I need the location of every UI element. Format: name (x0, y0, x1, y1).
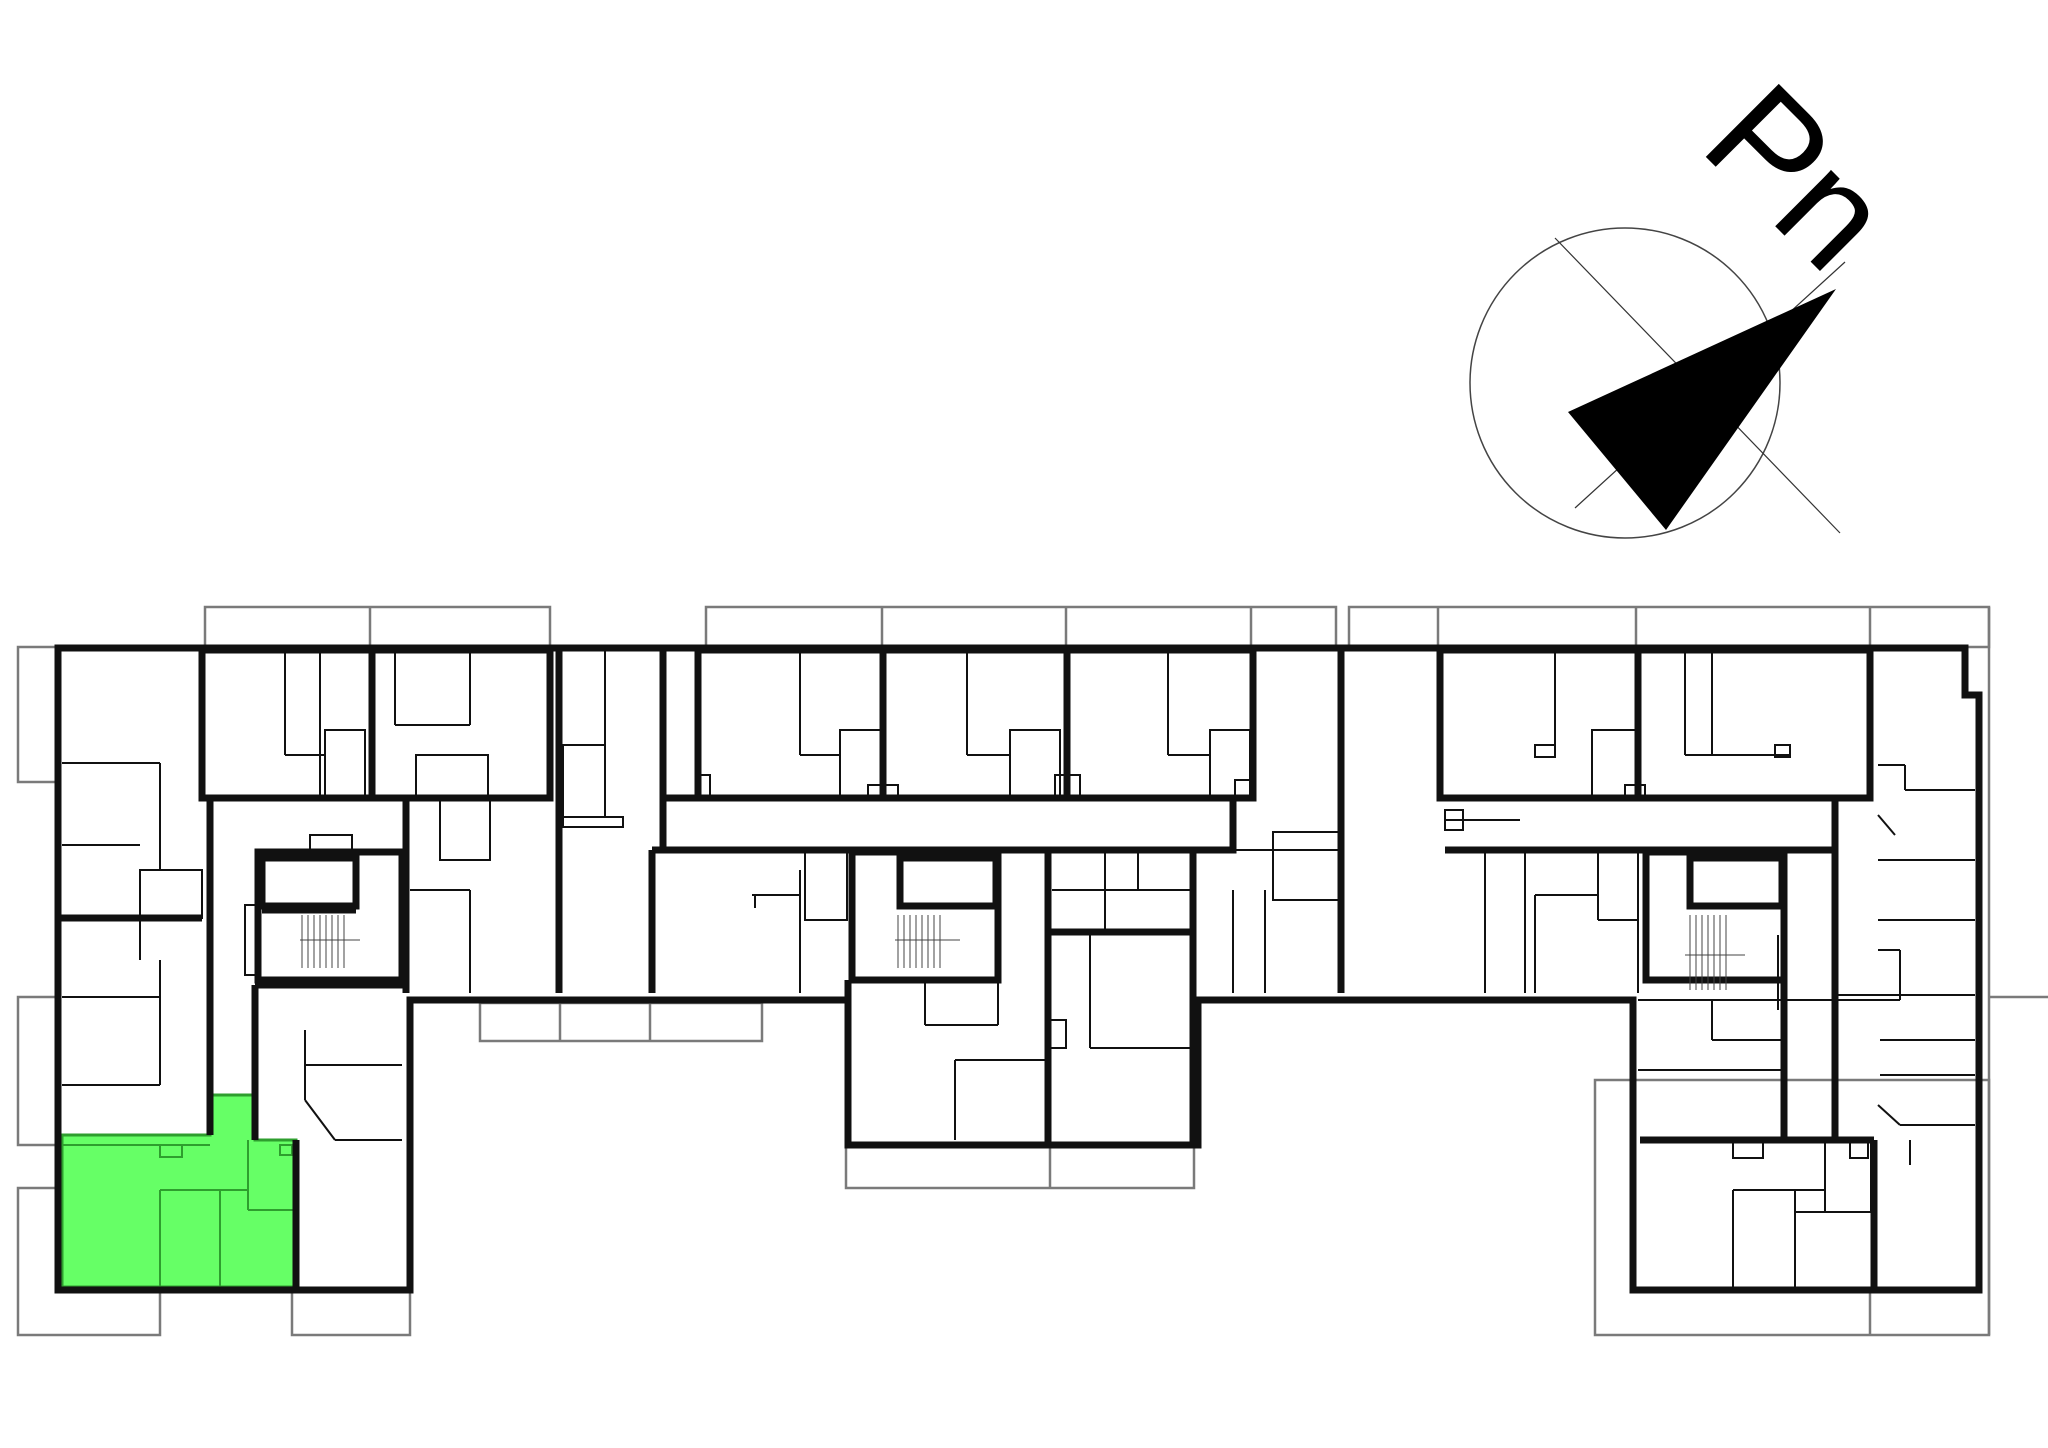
balcony (203, 605, 552, 649)
balcony (478, 1001, 764, 1043)
fixture (839, 729, 883, 799)
highlighted-apartment[interactable] (60, 1093, 298, 1289)
building-walls (54, 644, 1983, 1294)
fixture (324, 729, 366, 799)
room-partitions (62, 650, 491, 1141)
fixture (1849, 1139, 1869, 1159)
highlighted-apartment-walls (62, 1140, 296, 1287)
fixture (309, 834, 353, 853)
apartment-fixture (279, 1144, 293, 1156)
fixture (697, 774, 711, 799)
fixture (1054, 774, 1081, 799)
elevator (896, 854, 1000, 910)
fixture (1774, 744, 1791, 758)
partition (1877, 1104, 1901, 1126)
stair-core (848, 848, 1002, 984)
balcony (704, 605, 1338, 649)
fixture (139, 869, 203, 919)
apartment-block (1436, 646, 1874, 802)
fixture (1047, 1019, 1067, 1049)
fixture (1732, 1139, 1764, 1159)
staircase-icon (895, 915, 960, 968)
compass-circle (1469, 227, 1781, 539)
fixture (1234, 779, 1251, 799)
left-wing (58, 646, 554, 1290)
fixture (415, 754, 489, 799)
fixture (562, 816, 624, 828)
apartment-block (694, 646, 1257, 802)
balcony (1593, 1078, 1991, 1337)
partition (1877, 814, 1896, 836)
room-partitions (562, 650, 1342, 1140)
compass-label: Pn (1674, 52, 1923, 301)
compass: Pn (1469, 52, 1923, 539)
balcony (844, 1143, 1196, 1190)
fixture (439, 797, 491, 861)
elevator (1686, 854, 1786, 910)
north-arrow-icon (1568, 289, 1836, 530)
fixture (1591, 729, 1639, 799)
staircase-icon (300, 915, 360, 968)
fixture (1624, 784, 1646, 799)
corridor (659, 794, 1237, 854)
fixture (1209, 729, 1251, 799)
balcony (16, 995, 62, 1147)
balcony (16, 645, 62, 784)
fixture (1444, 809, 1464, 831)
balcony (1347, 605, 1991, 649)
right-wing (1436, 646, 1975, 1290)
fixture (1534, 744, 1556, 758)
fixture (1824, 1139, 1872, 1213)
center-wing (562, 646, 1342, 1145)
apartment-fixture (159, 1144, 183, 1158)
stair-core (1642, 848, 1788, 984)
exterior-wall (54, 644, 1983, 1294)
stair-core (254, 848, 406, 984)
balcony (290, 1288, 412, 1337)
apartment-block (198, 646, 554, 802)
elevator (258, 854, 360, 910)
fixture (1272, 831, 1342, 901)
fixture (867, 784, 899, 799)
fixture (804, 849, 848, 921)
fixture (562, 744, 606, 818)
balconies (16, 605, 2048, 1337)
staircase-icon (1685, 915, 1745, 990)
fixture (1009, 729, 1061, 799)
fixture (244, 904, 260, 976)
partition (304, 1099, 336, 1141)
room-partitions (1444, 652, 1975, 1290)
